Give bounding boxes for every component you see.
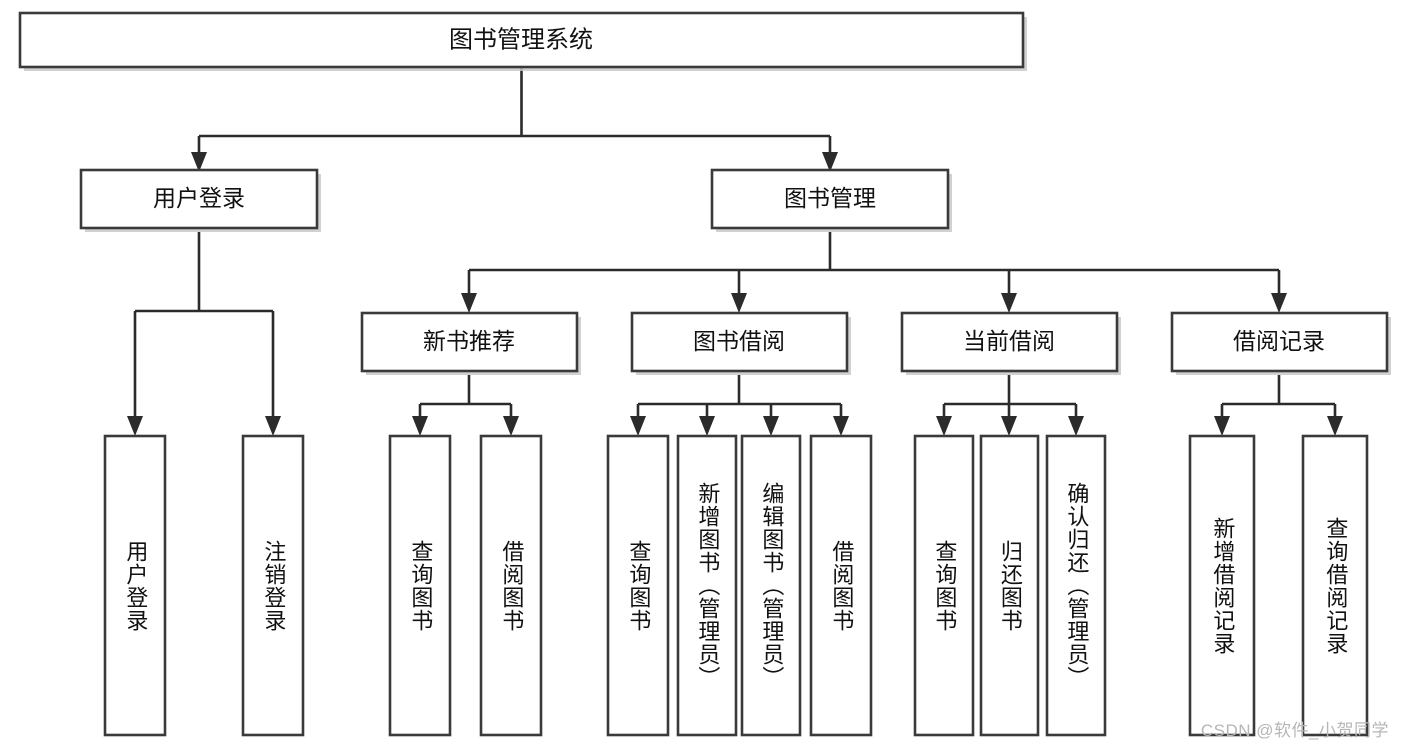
arrowhead-current-borrow	[1001, 293, 1017, 313]
new-book-label: 新书推荐	[423, 328, 515, 354]
arrowhead-bookborrow-leaf1	[630, 416, 646, 436]
leaf-box-user-login[interactable]	[103, 434, 167, 737]
arrowhead-newbook-leaf1	[412, 416, 428, 436]
borrow-record-label: 借阅记录	[1233, 328, 1325, 354]
user-login-label: 用户登录	[153, 185, 245, 211]
book-borrow-label: 图书借阅	[693, 328, 785, 354]
arrowhead-newbook-leaf2	[503, 416, 519, 436]
arrowhead-bookborrow-leaf3	[763, 416, 779, 436]
leaf-box-logout[interactable]	[241, 434, 305, 737]
leaf-box-currentborrow-return[interactable]	[979, 434, 1040, 737]
leaf-box-record-add[interactable]	[1188, 434, 1256, 737]
borrow-record-box[interactable]	[1170, 311, 1389, 373]
arrowhead-borrow-record	[1271, 293, 1287, 313]
watermark-text: CSDN @软件_小贺同学	[1200, 721, 1389, 740]
arrowhead-borrowrecord-leaf2	[1327, 416, 1343, 436]
arrowhead-borrowrecord-leaf1	[1214, 416, 1230, 436]
new-book-box[interactable]	[360, 311, 579, 373]
root-label: 图书管理系统	[449, 26, 593, 53]
book-manage-box[interactable]	[710, 168, 950, 230]
arrowhead-currentborrow-leaf3	[1068, 416, 1084, 436]
node-new-book-recommend[interactable]: 新书推荐	[360, 311, 581, 375]
book-manage-label: 图书管理	[784, 185, 876, 211]
leaf-box-newbook-borrow[interactable]	[479, 434, 543, 737]
arrowhead-currentborrow-leaf1	[936, 416, 952, 436]
node-book-manage[interactable]: 图书管理	[710, 168, 952, 232]
leaf-box-newbook-query[interactable]	[388, 434, 452, 737]
leaf-box-currentborrow-confirm[interactable]	[1045, 434, 1107, 737]
node-current-borrow[interactable]: 当前借阅	[900, 311, 1121, 375]
leaf-box-record-query[interactable]	[1301, 434, 1369, 737]
arrowhead-currentborrow-leaf2	[1001, 416, 1017, 436]
book-borrow-box[interactable]	[630, 311, 849, 373]
current-borrow-label: 当前借阅	[963, 328, 1055, 354]
leaf-box-bookborrow-query[interactable]	[606, 434, 670, 737]
node-borrow-record[interactable]: 借阅记录	[1170, 311, 1391, 375]
node-user-login[interactable]: 用户登录	[79, 168, 321, 232]
leaf-box-bookborrow-edit[interactable]	[740, 434, 802, 737]
user-login-box[interactable]	[79, 168, 319, 230]
arrowhead-bookborrow-leaf2	[699, 416, 715, 436]
leaf-box-currentborrow-query[interactable]	[913, 434, 975, 737]
root-box[interactable]	[18, 11, 1025, 69]
current-borrow-box[interactable]	[900, 311, 1119, 373]
arrowhead-bookborrow-leaf4	[833, 416, 849, 436]
arrowhead-book-manage	[822, 152, 838, 172]
arrowhead-user-login	[191, 152, 207, 172]
leaf-box-bookborrow-add[interactable]	[676, 434, 738, 737]
node-root[interactable]: 图书管理系统	[18, 11, 1027, 71]
arrowhead-leaf-user-login	[127, 416, 143, 436]
arrowhead-book-borrow	[731, 293, 747, 313]
arrowhead-leaf-logout	[265, 416, 281, 436]
arrowhead-new-book	[461, 293, 477, 313]
node-book-borrow[interactable]: 图书借阅	[630, 311, 851, 375]
connector-layer	[127, 67, 1343, 436]
leaf-box-layer	[103, 434, 1369, 737]
leaf-box-bookborrow-borrow[interactable]	[809, 434, 873, 737]
